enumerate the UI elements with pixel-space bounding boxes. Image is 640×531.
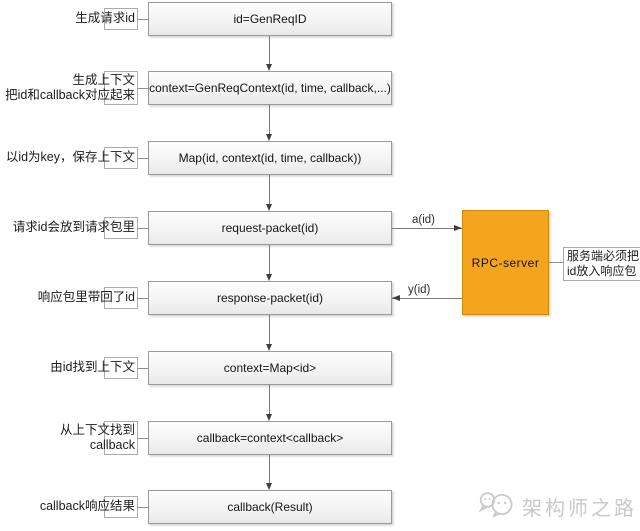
flow-box-response-packet: response-packet(id) — [148, 281, 392, 315]
note-find-context: 由id找到上下文 — [50, 360, 135, 374]
request-arrow-label: a(id) — [412, 214, 436, 226]
callout-box-6 — [104, 357, 138, 379]
watermark: 架构师之路 — [477, 489, 637, 523]
flow-box-label: context=GenReqContext(id, time, callback… — [149, 81, 391, 95]
note-request-packet: 请求id会放到请求包里 — [12, 220, 135, 234]
rpc-server-label: RPC-server — [471, 255, 540, 270]
flow-box-label: request-packet(id) — [221, 221, 319, 235]
flow-arrow-down-7 — [265, 455, 274, 490]
arrow-down-icon — [266, 414, 272, 421]
arrow-down-icon — [266, 483, 272, 490]
connector-note-2 — [138, 88, 148, 89]
connector-server-note — [549, 262, 563, 263]
response-arrow-label: y(id) — [408, 284, 431, 296]
flow-box-gen-req-context: context=GenReqContext(id, time, callback… — [148, 71, 392, 105]
arrow-down-icon — [266, 64, 272, 71]
flow-box-label: callback=context<callback> — [196, 431, 344, 445]
note-save-context: 以id为key，保存上下文 — [5, 150, 135, 164]
flow-arrow-down-2 — [265, 105, 274, 141]
flow-box-label: context=Map<id> — [223, 361, 317, 375]
flow-box-request-packet: request-packet(id) — [148, 211, 392, 245]
callout-box-2 — [104, 71, 138, 105]
server-note-text: 服务端必须把 id放入响应包 — [567, 249, 640, 278]
connector-note-7 — [138, 438, 148, 439]
server-note-box — [563, 247, 640, 281]
callout-box-5 — [104, 287, 138, 309]
connector-note-3 — [138, 158, 148, 159]
connector-note-4 — [138, 228, 148, 229]
flow-arrow-down-5 — [265, 315, 274, 351]
rpc-server-box: RPC-server — [462, 210, 549, 315]
flow-box-label: id=GenReqID — [233, 12, 307, 26]
flow-box-callback-lookup: callback=context<callback> — [148, 421, 392, 455]
arrow-request-to-server — [392, 224, 462, 233]
note-gen-context: 生成上下文 把id和callback对应起来 — [5, 73, 135, 102]
arrow-down-icon — [266, 344, 272, 351]
arrow-response-from-server — [392, 294, 462, 303]
arrow-right-icon — [454, 224, 462, 231]
callout-box-4 — [104, 217, 138, 239]
flow-arrow-down-1 — [265, 36, 274, 71]
arrow-down-icon — [266, 274, 272, 281]
flow-box-label: callback(Result) — [227, 500, 313, 514]
flow-box-label: response-packet(id) — [216, 291, 324, 305]
callout-box-1 — [104, 8, 138, 30]
flow-box-gen-req-id: id=GenReqID — [148, 2, 392, 36]
flow-box-callback-result: callback(Result) — [148, 490, 392, 524]
connector-note-8 — [138, 507, 148, 508]
note-find-callback: 从上下文找到 callback — [59, 423, 135, 452]
wechat-icon — [478, 492, 513, 518]
connector-note-1 — [138, 19, 148, 20]
connector-note-5 — [138, 298, 148, 299]
flow-box-context-lookup: context=Map<id> — [148, 351, 392, 385]
arrow-down-icon — [266, 204, 272, 211]
arrow-left-icon — [392, 294, 400, 301]
flow-arrow-down-3 — [265, 175, 274, 211]
note-response-packet: 响应包里带回了id — [37, 290, 135, 304]
connector-note-6 — [138, 368, 148, 369]
arrow-down-icon — [266, 134, 272, 141]
flow-arrow-down-4 — [265, 245, 274, 281]
flow-box-label: Map(id, context(id, time, callback)) — [178, 151, 362, 165]
callout-box-3 — [104, 147, 138, 169]
callout-box-8 — [104, 496, 138, 518]
flow-arrow-down-6 — [265, 385, 274, 421]
watermark-brand: 架构师之路 — [522, 497, 637, 520]
flow-box-map-save: Map(id, context(id, time, callback)) — [148, 141, 392, 175]
note-gen-request-id: 生成请求id — [75, 11, 135, 25]
note-callback-result: callback响应结果 — [39, 499, 135, 513]
callout-box-7 — [104, 421, 138, 455]
